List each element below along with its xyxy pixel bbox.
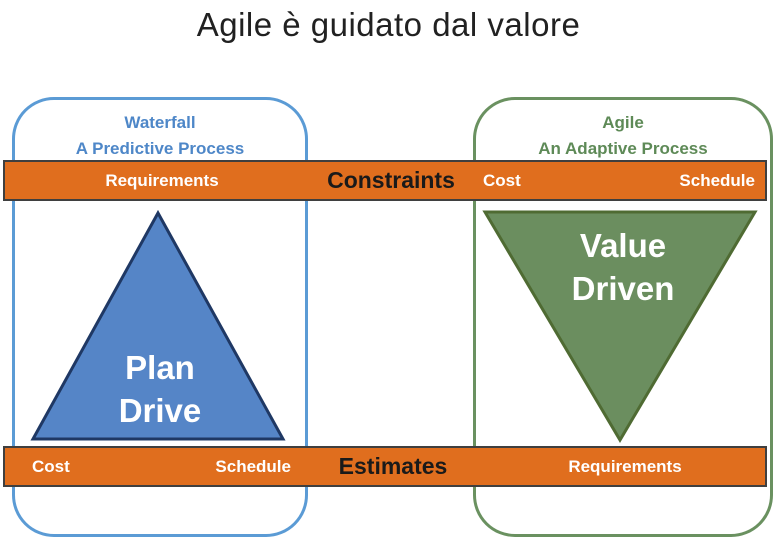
estimates-agile-label: Requirements (568, 456, 682, 476)
plan-driven-triangle (30, 209, 286, 441)
constraints-agile-cost-label: Cost (483, 170, 521, 190)
agile-subtitle: An Adaptive Process (538, 138, 708, 158)
agile-title: Agile (602, 113, 644, 132)
agile-box: Agile An Adaptive Process (473, 97, 773, 537)
value-label-line1: Value (579, 227, 667, 264)
constraints-waterfall-label: Requirements (105, 170, 219, 190)
plan-label-line1: Plan (125, 349, 195, 386)
constraints-title: Constraints (327, 167, 455, 193)
page-title: Agile è guidato dal valore (196, 6, 581, 43)
waterfall-box: Waterfall A Predictive Process (12, 97, 308, 537)
constraints-agile-schedule-label: Schedule (679, 170, 755, 190)
value-driven-label: Value Driven (473, 224, 773, 310)
value-label-line2: Driven (571, 270, 675, 307)
plan-label-line2: Drive (118, 392, 202, 429)
waterfall-subtitle: A Predictive Process (75, 138, 245, 158)
estimates-bar: Cost Schedule Estimates Requirements (3, 446, 767, 487)
waterfall-title: Waterfall (124, 113, 196, 132)
constraints-bar: Requirements Constraints Cost Schedule (3, 160, 767, 201)
waterfall-box-header: Waterfall A Predictive Process (15, 100, 305, 161)
estimates-title: Estimates (338, 453, 448, 479)
estimates-waterfall-cost-label: Cost (32, 456, 70, 476)
value-driven-triangle (482, 210, 758, 443)
agile-box-header: Agile An Adaptive Process (476, 100, 770, 161)
plan-driven-label: Plan Drive (12, 346, 308, 432)
estimates-waterfall-schedule-label: Schedule (215, 456, 291, 476)
